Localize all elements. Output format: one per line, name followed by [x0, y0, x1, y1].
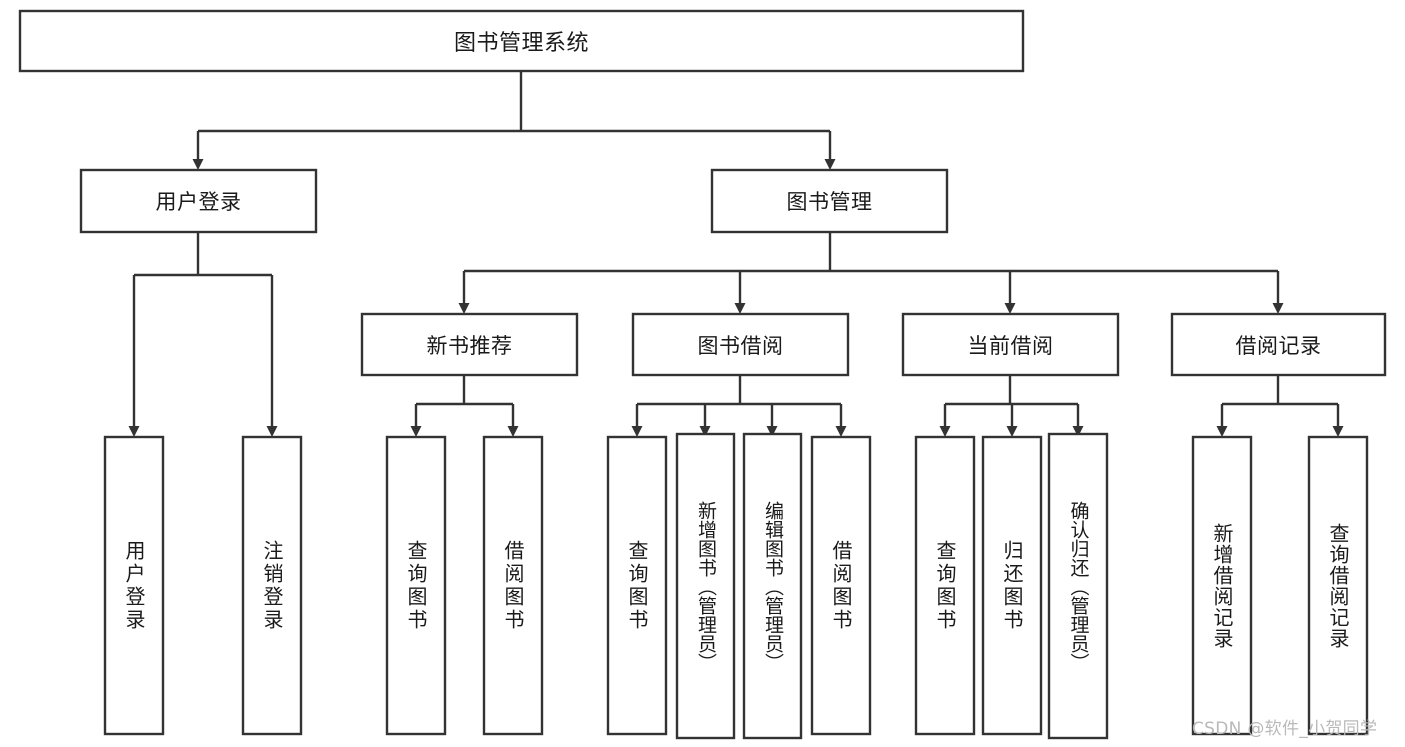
box-leaf-query-book-2[interactable]	[606, 435, 668, 736]
node-box-layer	[18, 9, 1387, 740]
box-book-manage[interactable]	[710, 168, 949, 234]
box-borrow-record[interactable]	[1170, 312, 1387, 377]
box-leaf-add-record[interactable]	[1191, 435, 1253, 736]
box-leaf-query-book-3[interactable]	[914, 435, 976, 736]
box-leaf-edit-book[interactable]	[742, 432, 803, 740]
box-leaf-confirm-return[interactable]	[1047, 432, 1109, 740]
box-leaf-add-book[interactable]	[675, 432, 736, 740]
box-new-book-recommend[interactable]	[360, 312, 579, 377]
box-root[interactable]	[18, 9, 1025, 73]
box-leaf-borrow-book-2[interactable]	[810, 435, 872, 736]
box-leaf-return-book[interactable]	[981, 435, 1043, 736]
box-user-login[interactable]	[79, 168, 318, 234]
box-leaf-user-login[interactable]	[103, 435, 165, 736]
box-leaf-borrow-book-1[interactable]	[482, 435, 544, 736]
connector-layer	[128, 71, 1344, 437]
box-leaf-query-record[interactable]	[1307, 435, 1369, 736]
csdn-watermark: CSDN @软件_小贺同学	[1192, 719, 1378, 739]
box-leaf-user-logout[interactable]	[241, 435, 303, 736]
box-book-borrow[interactable]	[631, 312, 850, 377]
box-current-borrow[interactable]	[901, 312, 1120, 377]
box-leaf-query-book-1[interactable]	[385, 435, 447, 736]
